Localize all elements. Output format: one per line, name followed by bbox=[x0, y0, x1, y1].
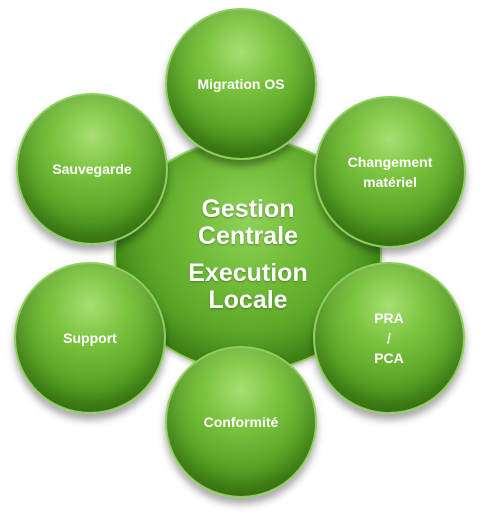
label-changement-line1: Changement bbox=[347, 154, 433, 170]
center-line-locale: Locale bbox=[208, 286, 288, 314]
circle-migration-os: Migration OS bbox=[165, 8, 317, 160]
center-line-gestion: Gestion bbox=[201, 195, 295, 223]
label-pra-pca: PRA / PCA bbox=[374, 308, 404, 368]
label-changement-materiel: Changement matériel bbox=[348, 152, 433, 192]
circle-sauvegarde: Sauvegarde bbox=[16, 93, 168, 245]
label-migration-os: Migration OS bbox=[197, 76, 285, 92]
label-support: Support bbox=[63, 330, 117, 346]
label-slash: / bbox=[387, 330, 391, 346]
circle-conformite: Conformité bbox=[165, 346, 317, 498]
label-pra: PRA bbox=[374, 310, 404, 326]
center-title-group: Gestion Centrale bbox=[198, 196, 298, 250]
circle-changement-materiel: Changement matériel bbox=[314, 96, 466, 248]
label-changement-line2: matériel bbox=[363, 174, 417, 190]
circle-pra-pca: PRA / PCA bbox=[313, 262, 465, 414]
label-sauvegarde: Sauvegarde bbox=[52, 161, 132, 177]
label-pca: PCA bbox=[374, 350, 404, 366]
circle-support: Support bbox=[14, 262, 166, 414]
label-conformite: Conformité bbox=[203, 414, 279, 430]
center-line-execution: Execution bbox=[188, 259, 308, 287]
center-subtitle-group: Execution Locale bbox=[188, 260, 307, 314]
center-line-centrale: Centrale bbox=[197, 222, 299, 250]
